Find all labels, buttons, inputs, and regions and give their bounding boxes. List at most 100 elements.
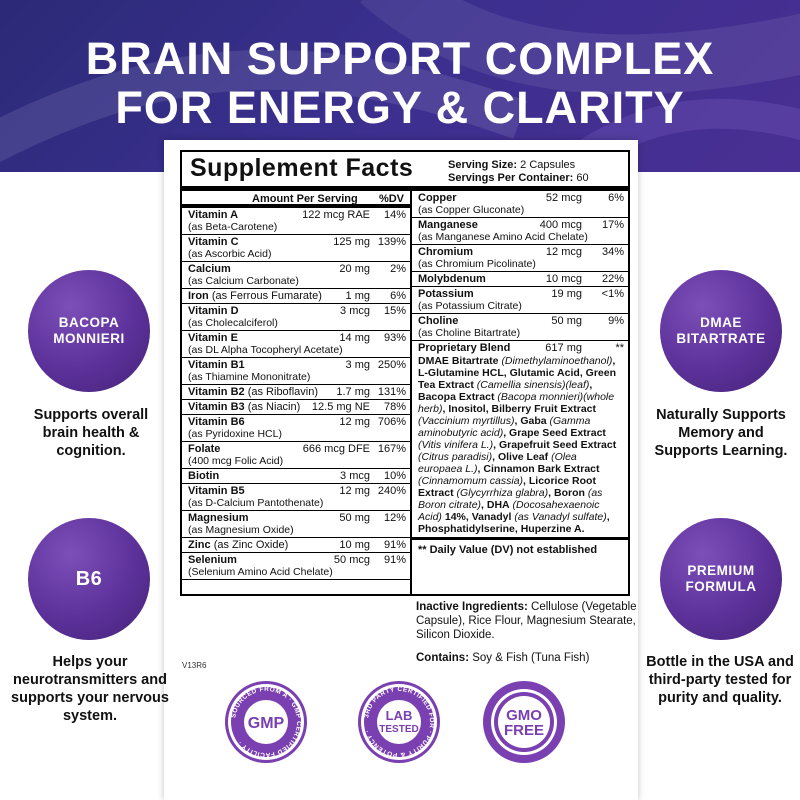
proprietary-blend: Proprietary Blend 617 mg ** DMAE Bitartr…	[412, 341, 628, 540]
nutrient-dv: 93%	[383, 332, 406, 344]
nutrient-name: Vitamin D	[188, 305, 239, 317]
blend-ingredient: Grapefruit Seed Extract	[498, 439, 617, 451]
nutrient-name: Calcium	[188, 263, 231, 275]
amount-header: Amount Per Serving	[252, 193, 358, 205]
nutrient-source: (as Ascorbic Acid)	[188, 248, 272, 260]
nutrient-amount: 20 mg	[339, 263, 370, 275]
nutrient-source: (as DL Alpha Tocopheryl Acetate)	[188, 344, 343, 356]
blend-ingredient: Cinnamon Bark Extract	[483, 463, 600, 475]
dmae-description: Naturally Supports Memory and Supports L…	[654, 407, 788, 459]
nutrient-row: Potassium(as Potassium Citrate)19 mg<1%	[412, 287, 628, 314]
blend-ingredient-source: (Olea europaea L.)	[418, 451, 577, 475]
nutrient-source: (as Ferrous Fumarate)	[211, 290, 322, 302]
blend-ingredient-source: (Vaccinium myrtillus)	[418, 415, 515, 427]
blend-separator: ,	[514, 523, 518, 535]
blend-ingredient: Licorice Root Extract	[418, 475, 596, 499]
blend-ingredient-source: (as Boron citrate)	[418, 487, 603, 511]
nutrient-source: (400 mcg Folic Acid)	[188, 455, 284, 467]
nutrient-amount: 3 mcg	[340, 470, 370, 482]
dv-header: %DV	[378, 193, 404, 205]
amount-header-row: Amount Per Serving %DV	[182, 191, 410, 208]
nutrient-amount: 125 mg	[333, 236, 370, 248]
nutrient-source: (as Chromium Picolinate)	[418, 258, 536, 270]
nutrient-dv: 91%	[383, 554, 406, 566]
gmo-free-badge: GMO FREE	[483, 681, 565, 763]
inactive-label: Inactive Ingredients:	[416, 601, 528, 613]
nutrient-amount: 122 mcg RAE	[302, 209, 370, 221]
blend-ingredient-source: (Cinnamomum cassia)	[418, 475, 524, 487]
nutrient-source: (as Niacin)	[247, 401, 301, 413]
nutrient-dv: 78%	[383, 401, 406, 413]
blend-ingredient: Olive Leaf	[497, 451, 549, 463]
nutrient-source: (as Copper Gluconate)	[418, 204, 525, 216]
nutrient-row: Vitamin B3 (as Niacin) 12.5 mg NE 78%	[182, 400, 410, 415]
bacopa-title: BACOPA MONNIERI	[53, 315, 125, 346]
nutrient-dv: 15%	[383, 305, 406, 317]
blend-name: Proprietary Blend	[418, 342, 511, 354]
nutrient-amount: 19 mg	[551, 288, 582, 300]
nutrient-name: Vitamin E	[188, 332, 238, 344]
nutrient-name: Vitamin B6	[188, 416, 245, 428]
dmae-title: DMAE BITARTRATE	[676, 315, 766, 346]
nutrient-dv: 250%	[377, 359, 406, 371]
blend-ingredient: Green Tea Extract	[418, 367, 617, 391]
blend-ingredient: Vanadyl	[471, 511, 512, 523]
nutrient-name: Vitamin B3	[188, 401, 245, 413]
nutrient-dv: 91%	[383, 539, 406, 551]
blend-separator: ,	[481, 499, 484, 511]
blend-separator: ,	[503, 367, 507, 379]
nutrient-name: Folate	[188, 443, 221, 455]
divider-bar	[182, 186, 628, 191]
premium-circle: PREMIUM FORMULA	[660, 518, 782, 640]
servings-label: Servings Per Container:	[448, 172, 574, 184]
nutrient-name: Chromium	[418, 246, 473, 258]
blend-separator: ,	[442, 403, 446, 415]
nutrient-name: Vitamin A	[188, 209, 239, 221]
gmo-line2: FREE	[504, 722, 544, 739]
blend-ingredient: Inositol	[448, 403, 486, 415]
blend-ingredient-source: (Glycyrrhiza glabra)	[456, 487, 549, 499]
nutrient-source: (as D-Calcium Pantothenate)	[188, 497, 324, 509]
nutrient-name: Choline	[418, 315, 459, 327]
nutrient-amount: 12 mcg	[545, 246, 582, 258]
nutrient-dv: 131%	[377, 386, 406, 398]
b6-description: Helps your neurotransmitters and support…	[11, 654, 169, 724]
blend-ingredient: Boron	[553, 487, 585, 499]
bacopa-description: Supports overall brain health & cognitio…	[33, 407, 149, 459]
nutrient-amount: 50 mg	[339, 512, 370, 524]
nutrient-amount: 50 mg	[551, 315, 582, 327]
lab-line1: LAB	[386, 708, 413, 723]
nutrient-amount: 10 mcg	[545, 273, 582, 285]
nutrient-source: (Selenium Amino Acid Chelate)	[188, 566, 333, 578]
lab-tested-badge: 3RD PARTY CERTIFIED FOR · PURITY & POTEN…	[358, 681, 440, 763]
nutrient-amount: 3 mg	[345, 359, 370, 371]
nutrient-source: (as Thiamine Mononitrate)	[188, 371, 311, 383]
inactive-text: Cellulose (Vegetable Capsule), Rice Flou…	[416, 601, 637, 641]
nutrient-name: Vitamin C	[188, 236, 239, 248]
nutrient-name: Vitamin B5	[188, 485, 245, 497]
blend-separator: ,	[606, 511, 610, 523]
nutrient-name: Zinc	[188, 539, 211, 551]
nutrient-row: Manganese(as Manganese Amino Acid Chelat…	[412, 218, 628, 245]
blend-ingredient: Bilberry Fruit Extract	[491, 403, 596, 415]
nutrient-dv: 706%	[377, 416, 406, 428]
blend-dv: **	[615, 342, 624, 354]
nutrient-name: Copper	[418, 192, 457, 204]
bacopa-circle: BACOPA MONNIERI	[28, 270, 150, 392]
nutrient-amount: 1 mg	[345, 290, 370, 302]
serving-size-value: 2 Capsules	[520, 159, 576, 171]
b6-title: B6	[75, 568, 103, 590]
gmp-center-text: GMP	[248, 715, 285, 732]
blend-separator: 14%,	[441, 511, 469, 523]
nutrient-row: Vitamin B5(as D-Calcium Pantothenate)12 …	[182, 484, 410, 511]
nutrient-amount: 12.5 mg NE	[311, 401, 370, 413]
